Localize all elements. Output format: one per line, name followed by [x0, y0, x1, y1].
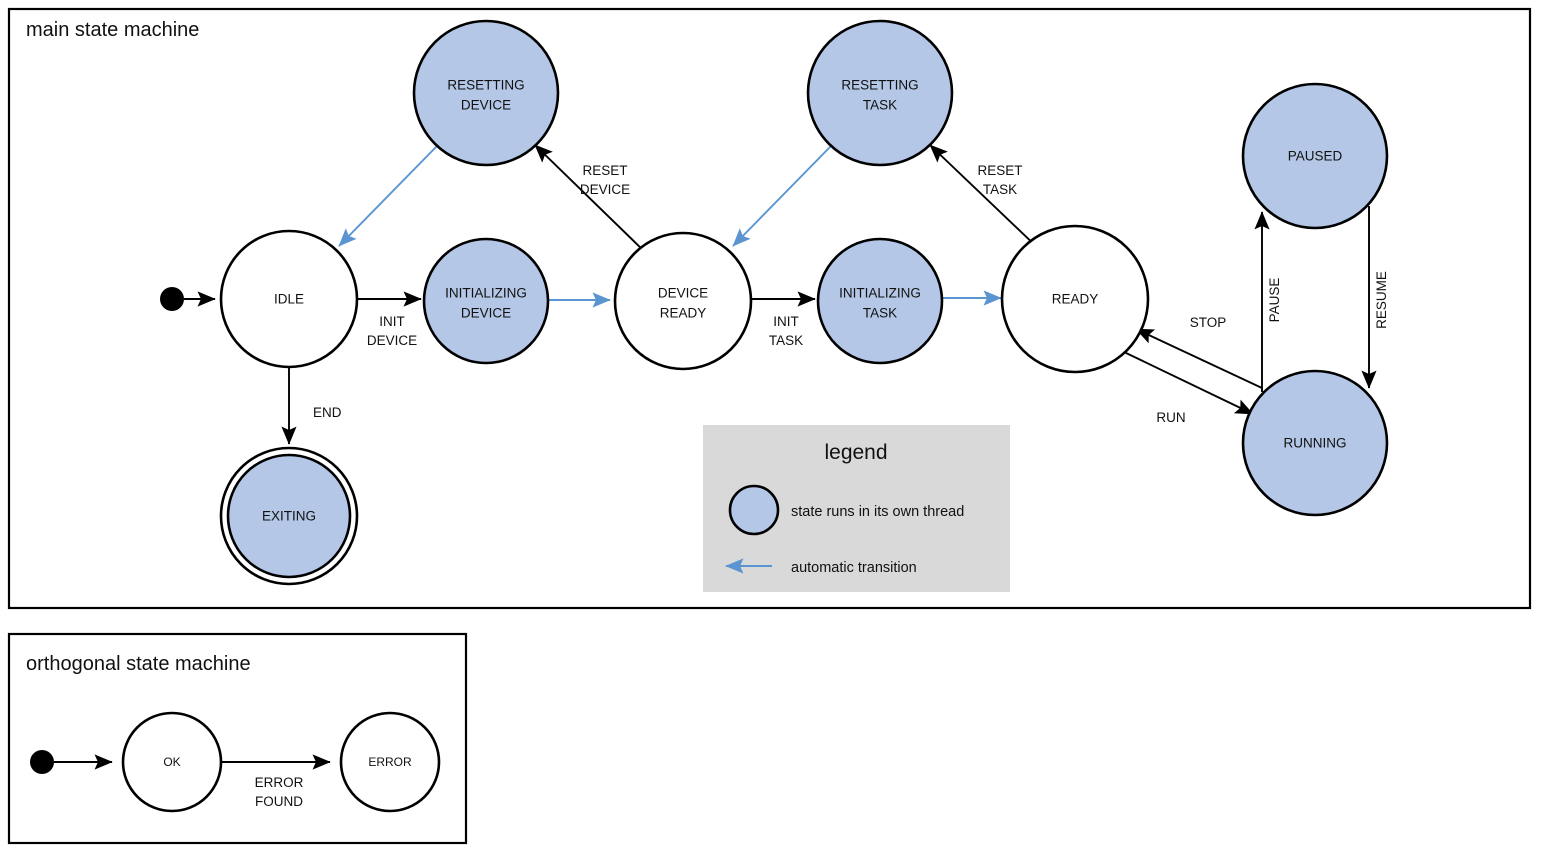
- state-initializing-task-label-line2: TASK: [863, 306, 897, 321]
- state-device-ready-circle: [613, 231, 753, 371]
- orthogonal-transitions: ERROR FOUND: [30, 750, 331, 809]
- state-ready-circle: [1000, 224, 1150, 374]
- state-device-ready-label-line1: DEVICE: [658, 286, 708, 301]
- edge-label-end: END: [313, 405, 342, 420]
- transition-reset-device[interactable]: RESET DEVICE: [534, 144, 646, 253]
- state-initializing-task-circle: [816, 237, 944, 365]
- edge-label-stop: STOP: [1190, 315, 1227, 330]
- edge-label-run: RUN: [1156, 410, 1185, 425]
- transition-reset-task[interactable]: RESET TASK: [929, 144, 1041, 251]
- state-device-ready-label-line2: READY: [660, 306, 707, 321]
- edge-running-ready: [1135, 328, 1263, 389]
- edge-label-init-task-line2: TASK: [769, 333, 803, 348]
- edge-resetting-device-idle: [338, 145, 438, 247]
- legend-threaded-state-swatch-icon: [728, 484, 780, 536]
- state-resetting-task-label-line2: TASK: [863, 98, 897, 113]
- edge-label-reset-device-line1: RESET: [582, 163, 627, 178]
- state-paused-label: PAUSED: [1288, 149, 1343, 164]
- legend-item-threaded-state: state runs in its own thread: [728, 484, 964, 536]
- state-idle-circle: [219, 229, 359, 369]
- legend-item-automatic-transition: automatic transition: [725, 558, 917, 576]
- state-error[interactable]: ERROR: [339, 711, 441, 813]
- legend: legend state runs in its own thread auto…: [703, 425, 1010, 592]
- state-ok-label: OK: [163, 755, 180, 769]
- state-paused-circle: [1241, 82, 1389, 230]
- orthogonal-frame-title: orthogonal state machine: [26, 653, 251, 675]
- transition-orthogonal-start-ok[interactable]: [30, 750, 113, 774]
- state-error-label: ERROR: [368, 755, 412, 769]
- state-exiting-label: EXITING: [262, 509, 316, 524]
- edge-label-init-device-line2: DEVICE: [367, 333, 417, 348]
- state-running-label: RUNNING: [1284, 436, 1347, 451]
- transition-resetting-device-to-idle[interactable]: [338, 145, 438, 247]
- state-resetting-task-circle: [806, 19, 954, 167]
- transition-init-device[interactable]: INIT DEVICE: [357, 291, 422, 348]
- state-resetting-task[interactable]: RESETTING TASK: [806, 19, 954, 167]
- state-exiting-inner-circle: [226, 453, 352, 579]
- state-initializing-device[interactable]: INITIALIZING DEVICE: [422, 237, 550, 365]
- transition-resetting-task-to-device-ready[interactable]: [732, 145, 832, 247]
- orthogonal-states: OK ERROR: [121, 711, 441, 813]
- state-initializing-task-label-line1: INITIALIZING: [839, 286, 921, 301]
- edge-label-error-found-line2: FOUND: [255, 794, 303, 809]
- state-initializing-device-circle: [422, 237, 550, 365]
- state-paused[interactable]: PAUSED: [1241, 82, 1389, 230]
- transition-end[interactable]: END: [281, 367, 342, 445]
- transition-start-idle[interactable]: [160, 287, 216, 311]
- state-ok-circle: [121, 711, 223, 813]
- edge-label-reset-task-line1: RESET: [977, 163, 1022, 178]
- state-resetting-device-label-line1: RESETTING: [447, 78, 524, 93]
- edge-label-pause: PAUSE: [1267, 278, 1282, 323]
- transition-init-task[interactable]: INIT TASK: [751, 291, 816, 348]
- state-initializing-task[interactable]: INITIALIZING TASK: [816, 237, 944, 365]
- edge-device-ready-resetting-device: [534, 144, 646, 253]
- legend-threaded-state-text: state runs in its own thread: [791, 504, 964, 520]
- main-frame-title: main state machine: [26, 19, 199, 41]
- state-running-circle: [1241, 369, 1389, 517]
- state-error-circle: [339, 711, 441, 813]
- state-initializing-device-label-line1: INITIALIZING: [445, 286, 527, 301]
- state-idle-label: IDLE: [274, 292, 304, 307]
- edge-label-reset-device-line2: DEVICE: [580, 182, 630, 197]
- main-transitions: INIT DEVICE END RESET DEVICE INIT TASK: [160, 144, 1389, 445]
- state-resetting-device-label-line2: DEVICE: [461, 98, 511, 113]
- transition-resume[interactable]: RESUME: [1361, 206, 1389, 389]
- edge-label-error-found-line1: ERROR: [255, 775, 304, 790]
- transition-stop[interactable]: STOP: [1135, 315, 1263, 389]
- state-ready[interactable]: READY: [1000, 224, 1150, 374]
- edge-resetting-task-device-ready: [732, 145, 832, 247]
- state-resetting-task-label-line1: RESETTING: [841, 78, 918, 93]
- state-device-ready[interactable]: DEVICE READY: [613, 231, 753, 371]
- state-ready-label: READY: [1052, 292, 1099, 307]
- edge-ready-resetting-task: [929, 144, 1041, 251]
- transition-pause[interactable]: PAUSE: [1254, 211, 1282, 392]
- state-running[interactable]: RUNNING: [1241, 369, 1389, 517]
- state-idle[interactable]: IDLE: [219, 229, 359, 369]
- transition-run[interactable]: RUN: [1123, 351, 1254, 425]
- initial-state-marker-icon: [160, 287, 184, 311]
- edge-label-init-device-line1: INIT: [379, 314, 405, 329]
- legend-title: legend: [824, 441, 887, 464]
- legend-automatic-transition-text: automatic transition: [791, 560, 917, 576]
- transition-error-found[interactable]: ERROR FOUND: [221, 754, 331, 809]
- orthogonal-initial-state-marker-icon: [30, 750, 54, 774]
- edge-label-resume: RESUME: [1374, 271, 1389, 329]
- edge-label-reset-task-line2: TASK: [983, 182, 1017, 197]
- main-states: IDLE RESETTING DEVICE INITIALIZING DEVIC…: [219, 19, 1389, 586]
- state-ok[interactable]: OK: [121, 711, 223, 813]
- state-resetting-device-circle: [412, 19, 560, 167]
- state-resetting-device[interactable]: RESETTING DEVICE: [412, 19, 560, 167]
- state-initializing-device-label-line2: DEVICE: [461, 306, 511, 321]
- edge-ready-running: [1123, 351, 1254, 415]
- state-exiting[interactable]: EXITING: [219, 446, 359, 586]
- edge-label-init-task-line1: INIT: [773, 314, 799, 329]
